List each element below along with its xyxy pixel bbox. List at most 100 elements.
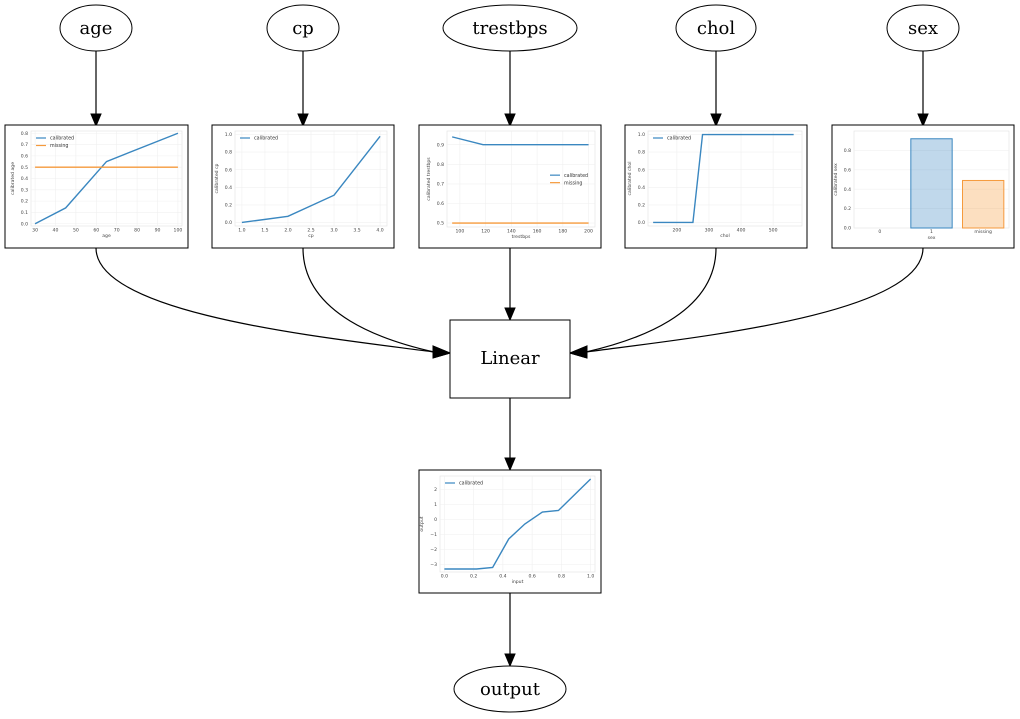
x-axis-label: trestbps <box>512 234 531 240</box>
y-tick-label: 0.5 <box>437 221 444 227</box>
edge-linear-to-output-calibrator <box>504 398 516 472</box>
plot-area <box>439 475 596 573</box>
edge-trestbps-calibrator-to-linear <box>504 248 516 322</box>
edge-output-calibrator-to-output <box>504 593 516 668</box>
edge-age-to-calibrator <box>90 51 102 128</box>
legend-missing-label: missing <box>564 180 582 186</box>
y-tick-label: 0.9 <box>437 142 444 148</box>
legend-missing-label: missing <box>50 143 68 149</box>
x-tick-label: 160 <box>533 229 542 235</box>
legend-calibrated-label: calibrated <box>254 136 278 142</box>
node-sex: sex <box>886 4 960 52</box>
y-tick-label: 0.8 <box>225 150 232 156</box>
y-tick-label: 0.4 <box>844 187 851 193</box>
x-tick-label: 180 <box>558 229 567 235</box>
y-tick-label: 0.4 <box>21 176 28 182</box>
y-tick-label: −1 <box>430 532 437 538</box>
y-axis-label: calibrated chol <box>627 161 633 195</box>
node-age-label: age <box>80 18 113 39</box>
x-tick-label: missing <box>974 229 992 235</box>
y-tick-label: 0.8 <box>437 162 444 168</box>
series-calibrated-line <box>444 478 592 570</box>
x-axis-label: age <box>102 234 111 239</box>
y-tick-label: 1.0 <box>638 132 645 138</box>
node-chol-label: chol <box>697 18 736 39</box>
x-axis-label: input <box>512 579 524 585</box>
bar-missing <box>962 179 1005 229</box>
legend-calibrated-label: calibrated <box>667 136 691 142</box>
node-cp-label: cp <box>292 18 314 39</box>
x-tick-label: 0.8 <box>558 574 565 580</box>
x-tick-label: 0 <box>878 229 881 235</box>
x-axis-label: sex <box>928 236 936 241</box>
edge-cp-to-calibrator <box>297 51 309 128</box>
x-tick-label: 500 <box>769 228 778 234</box>
y-tick-label: 0.3 <box>21 187 28 193</box>
node-trestbps: trestbps <box>442 4 578 52</box>
y-tick-label: 1 <box>434 502 437 508</box>
x-tick-label: 120 <box>481 229 490 235</box>
plot-area <box>647 130 803 227</box>
x-tick-label: 4.0 <box>376 228 383 234</box>
y-axis-label: calibrated cp <box>214 163 220 193</box>
y-tick-label: 0.8 <box>844 148 851 154</box>
y-tick-label: 0.2 <box>225 202 232 208</box>
y-tick-label: 0.6 <box>844 167 851 173</box>
x-tick-label: 300 <box>705 228 714 234</box>
node-trestbps-label: trestbps <box>472 18 547 39</box>
node-cp: cp <box>266 4 340 52</box>
y-tick-label: 0.8 <box>638 150 645 156</box>
x-tick-label: 30 <box>32 228 38 234</box>
x-tick-label: 100 <box>455 229 464 235</box>
x-tick-label: 2.0 <box>284 228 291 234</box>
y-tick-label: 0.4 <box>638 185 645 191</box>
node-chol: chol <box>675 4 757 52</box>
series-calibrated-line <box>653 133 794 224</box>
x-tick-label: 50 <box>73 228 79 234</box>
y-axis-label: calibrated age <box>10 162 16 195</box>
x-tick-label: 200 <box>584 229 593 235</box>
x-tick-label: 40 <box>53 228 59 234</box>
x-tick-label: 3.5 <box>353 228 360 234</box>
y-tick-label: 2 <box>434 487 437 493</box>
y-tick-label: 0.7 <box>21 142 28 148</box>
node-linear-label: Linear <box>480 348 540 369</box>
y-tick-label: 0.2 <box>638 202 645 208</box>
x-tick-label: 400 <box>737 228 746 234</box>
x-tick-label: 140 <box>507 229 516 235</box>
y-axis-label: output <box>419 516 425 531</box>
x-tick-label: 0.0 <box>441 574 448 580</box>
x-tick-label: 90 <box>155 228 161 234</box>
series-calibrated-line <box>451 136 589 146</box>
y-tick-label: 0.5 <box>21 165 28 171</box>
y-tick-label: −3 <box>430 562 437 568</box>
x-axis-label: cp <box>308 234 314 239</box>
x-tick-label: 0.2 <box>470 574 477 580</box>
node-sex-label: sex <box>908 18 938 39</box>
series-calibrated-line <box>34 132 179 225</box>
y-tick-label: 0.6 <box>437 201 444 207</box>
x-tick-label: 60 <box>93 228 99 234</box>
x-tick-label: 0.6 <box>528 574 535 580</box>
x-tick-label: 1.0 <box>238 228 245 234</box>
edge-cp-calibrator-to-linear <box>302 247 452 359</box>
node-output-label: output <box>480 679 541 700</box>
y-axis-label: calibrated trestbps <box>426 157 432 201</box>
bar-1 <box>910 138 953 229</box>
edge-sex-calibrator-to-linear <box>568 247 924 359</box>
y-tick-label: 0.7 <box>437 181 444 187</box>
y-tick-label: 0.6 <box>225 167 232 173</box>
legend-calibrated-label: calibrated <box>459 481 483 487</box>
x-tick-label: 2.5 <box>307 228 314 234</box>
y-tick-label: 0 <box>434 517 437 523</box>
y-tick-label: 0.0 <box>844 226 851 232</box>
y-tick-label: 0.8 <box>21 131 28 137</box>
x-tick-label: 3.0 <box>330 228 337 234</box>
x-tick-label: 1.0 <box>587 574 594 580</box>
plot-area <box>853 130 1010 229</box>
node-age: age <box>59 4 133 52</box>
